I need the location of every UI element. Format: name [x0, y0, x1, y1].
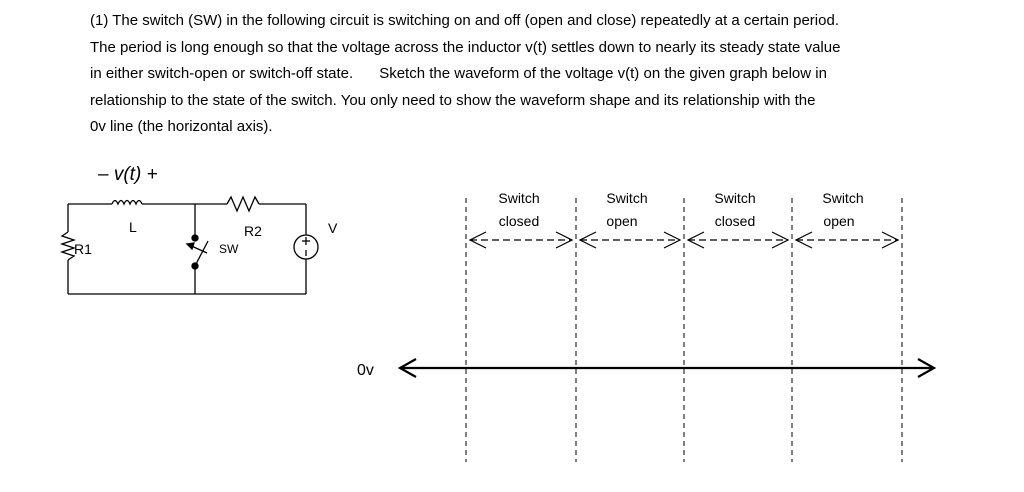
- switch-label: SW: [219, 242, 239, 256]
- interval-arrow-2-right-head: [663, 231, 682, 249]
- interval-2-label-line1: Switch: [606, 190, 647, 206]
- graph: Switch closed Switch open Switch closed …: [357, 190, 937, 462]
- interval-4-label-line1: Switch: [822, 190, 863, 206]
- interval-arrow-2-left-head: [578, 231, 597, 249]
- inductor-label: L: [129, 219, 137, 235]
- interval-1-label-line1: Switch: [498, 190, 539, 206]
- source-label: V: [328, 220, 338, 236]
- question-line-4: relationship to the state of the switch.…: [90, 91, 816, 109]
- axis-right-arrowhead: [917, 358, 937, 378]
- interval-4-label-line2: open: [823, 213, 854, 229]
- interval-arrow-4-right-head: [881, 231, 900, 249]
- question-line-3: in either switch-open or switch-off stat…: [90, 61, 970, 88]
- interval-arrow-1-right-head: [555, 231, 574, 249]
- interval-3-label-line1: Switch: [714, 190, 755, 206]
- interval-labels: Switch closed Switch open Switch closed …: [498, 190, 863, 229]
- interval-arrow-4-left-head: [794, 231, 813, 249]
- resistor-r1: [59, 231, 77, 261]
- interval-guides: [465, 198, 903, 462]
- question-line-3b: Sketch the waveform of the voltage v(t) …: [379, 65, 827, 82]
- resistor-r2: [226, 195, 260, 213]
- zero-volt-label: 0v: [357, 362, 374, 379]
- question-line-1: (1) The switch (SW) in the following cir…: [90, 12, 839, 29]
- question-line-3a: in either switch-open or switch-off stat…: [90, 65, 354, 82]
- interval-arrow-3-left-head: [686, 231, 705, 249]
- interval-3-label-line2: closed: [715, 213, 755, 229]
- r1-label: R1: [74, 241, 92, 257]
- vt-label: – v(t) +: [97, 164, 158, 185]
- interval-2-label-line2: open: [606, 213, 637, 229]
- switch-blade: [194, 240, 209, 267]
- question-line-2: The period is long enough so that the vo…: [90, 38, 841, 56]
- circuit: – v(t) + L R2 R1 SW V: [59, 164, 338, 295]
- r2-label: R2: [244, 223, 262, 239]
- switch-arrow-head: [185, 242, 195, 251]
- switch-contact-top: [191, 234, 199, 242]
- inductor-coil: [111, 199, 143, 206]
- question-line-5: 0v line (the horizontal axis).: [90, 118, 273, 135]
- question-text: (1) The switch (SW) in the following cir…: [90, 8, 970, 141]
- interval-arrow-3-right-head: [771, 231, 790, 249]
- interval-arrow-1-left-head: [468, 231, 487, 249]
- axis-left-arrowhead: [397, 358, 417, 378]
- interval-1-label-line2: closed: [499, 213, 539, 229]
- interval-arrows: [468, 231, 900, 249]
